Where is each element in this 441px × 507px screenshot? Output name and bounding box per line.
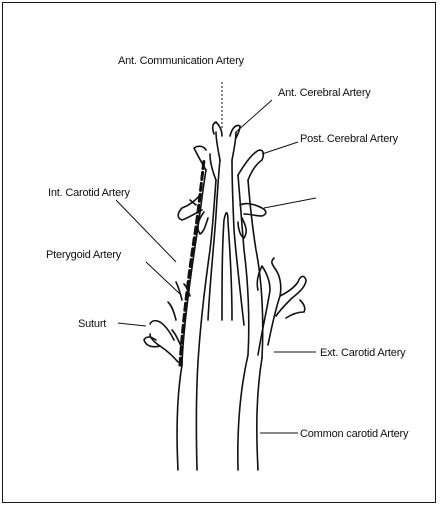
label-pterygoid: Pterygoid Artery [46, 249, 122, 261]
label-ant-communication: Ant. Communication Artery [118, 55, 245, 67]
leader-suturt [118, 323, 146, 326]
leader-pterygoid [146, 262, 180, 294]
label-int-carotid: Int. Carotid Artery [48, 187, 130, 199]
right-internal-carotid-vessel [238, 175, 263, 358]
leader-ant-cerebral [236, 100, 272, 132]
left-middle-cerebral-branches [178, 195, 208, 234]
leader-unlabeled [264, 198, 316, 208]
circle-of-willis [194, 132, 263, 180]
label-suturt: Suturt [78, 318, 106, 330]
right-external-carotid-vessel [257, 258, 306, 355]
label-ant-cerebral: Ant. Cerebral Artery [278, 87, 371, 99]
label-ext-carotid: Ext. Carotid Artery [320, 347, 406, 359]
leader-post-cerebral [262, 142, 298, 154]
label-post-cerebral: Post. Cerebral Artery [300, 133, 399, 145]
left-common-carotid-vessel [177, 362, 198, 470]
leader-int-carotid [116, 200, 176, 262]
label-common-carotid: Common carotid Artery [300, 428, 409, 440]
right-common-carotid-vessel [238, 355, 262, 470]
left-external-carotid-vessel [144, 302, 182, 362]
